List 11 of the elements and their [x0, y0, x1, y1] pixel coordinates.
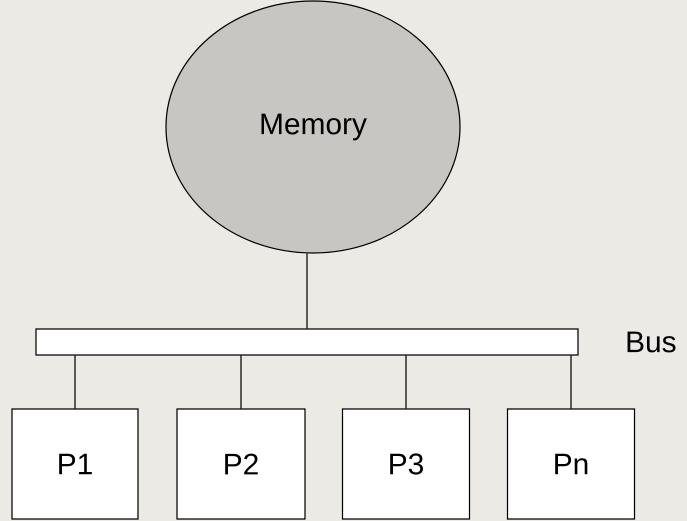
processor-box: P2 [176, 408, 306, 520]
connector-line [74, 356, 76, 408]
connector-line [405, 356, 407, 408]
bus-bar [35, 328, 579, 356]
processor-box: P1 [11, 408, 139, 520]
connector-line [570, 356, 572, 408]
bus-label: Bus [628, 332, 676, 352]
connector-line [240, 356, 242, 408]
connector-line [306, 254, 308, 328]
processor-box: Pn [506, 408, 636, 520]
processor-box: P3 [342, 408, 470, 520]
